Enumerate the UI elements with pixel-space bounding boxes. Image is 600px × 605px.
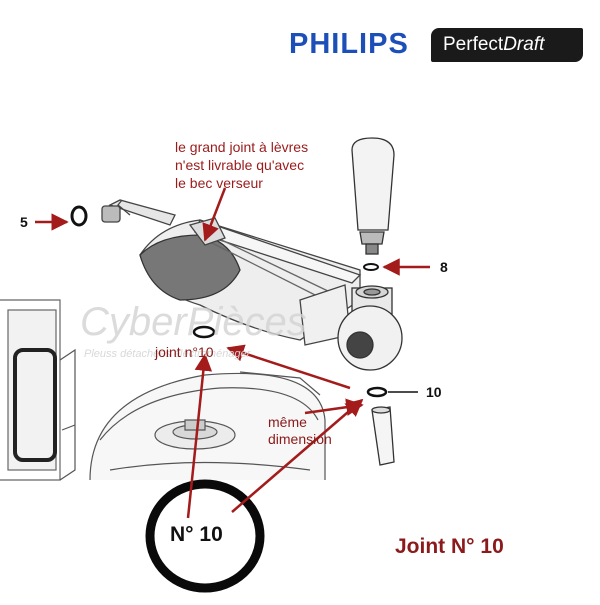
perfectdraft-logo-a: Perfect bbox=[443, 34, 504, 55]
joint-label: joint n°10 bbox=[155, 344, 214, 360]
machine-housing bbox=[0, 299, 76, 481]
arrow-ring-to-joint bbox=[186, 353, 213, 519]
part-number-8: 8 bbox=[440, 259, 448, 275]
lip-seal-note-3: le bec verseur bbox=[175, 175, 263, 191]
perfectdraft-logo: PerfectDraft bbox=[431, 28, 583, 62]
tap-head bbox=[337, 285, 403, 371]
tap-handle bbox=[351, 137, 395, 255]
callout-arrows bbox=[35, 187, 430, 519]
same-size-note-1: même bbox=[268, 414, 307, 430]
o-ring-10-closeup bbox=[145, 479, 265, 593]
lip-seal-note-2: n'est livrable qu'avec bbox=[175, 157, 305, 173]
o-ring-10-spout bbox=[366, 386, 388, 398]
arrow-same-to-joint bbox=[226, 344, 351, 390]
o-ring-5 bbox=[70, 205, 88, 227]
joint-title: Joint N° 10 bbox=[395, 535, 504, 558]
spout-tube bbox=[371, 406, 395, 466]
o-ring-8 bbox=[363, 263, 379, 271]
perfectdraft-logo-b: Draft bbox=[503, 34, 545, 55]
arrow-same-to-spout bbox=[304, 398, 364, 416]
o-ring-10-assembly bbox=[192, 325, 216, 339]
keg-drum bbox=[89, 371, 326, 481]
arrow-lip-seal bbox=[202, 187, 227, 242]
part-number-5: 5 bbox=[20, 214, 28, 230]
lip-seal-note-1: le grand joint à lèvres bbox=[175, 139, 309, 155]
ring-number-label: N° 10 bbox=[170, 523, 223, 546]
part-number-10: 10 bbox=[426, 384, 442, 400]
same-size-note-2: dimension bbox=[268, 431, 332, 447]
arrow-ring-to-spout bbox=[231, 398, 364, 513]
watermark-subtitle: Pleuss détachées électroménager bbox=[84, 348, 251, 360]
watermark: CyberPièces bbox=[80, 300, 307, 344]
philips-logo: PHILIPS bbox=[289, 28, 409, 60]
